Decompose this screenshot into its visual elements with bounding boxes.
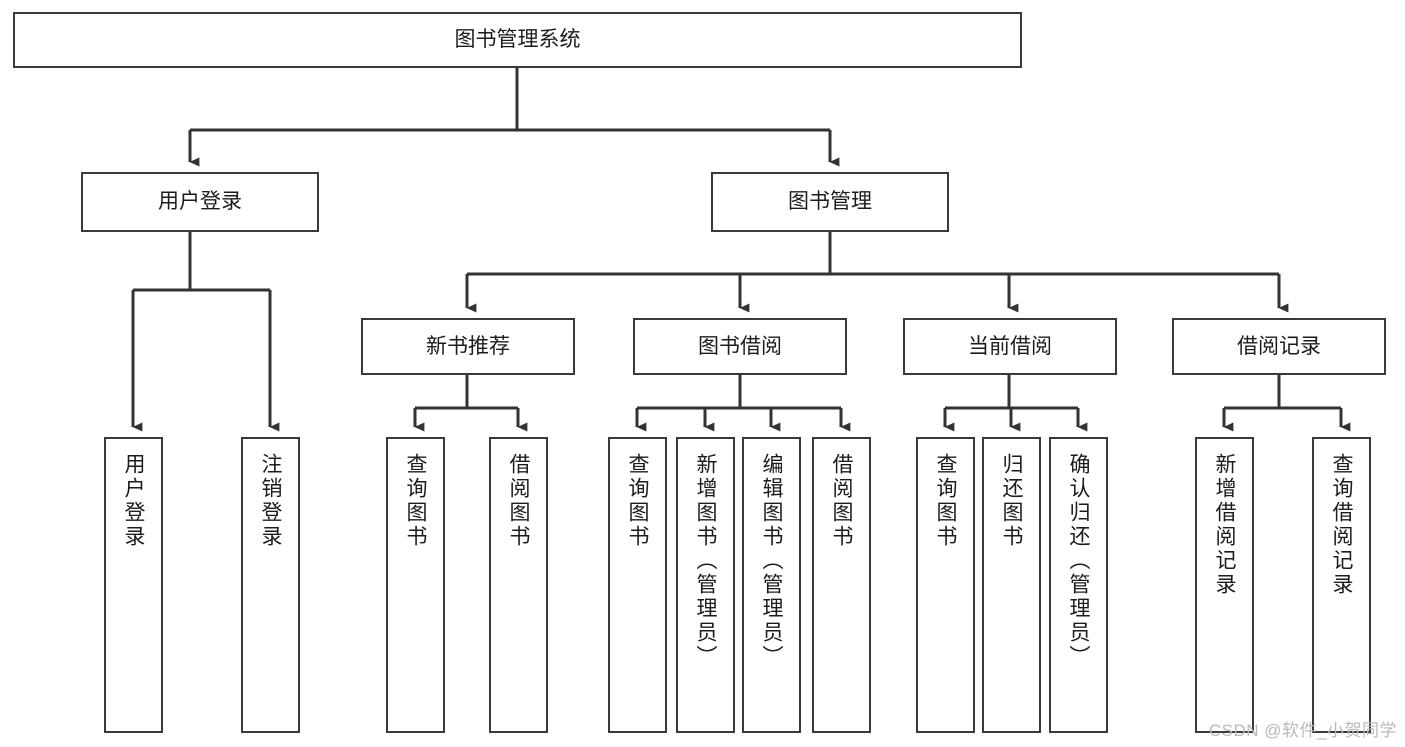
node-root-label: 图书管理系统	[454, 28, 581, 52]
node-borrow-record-label: 借阅记录	[1237, 334, 1321, 358]
node-leaf-query-record[interactable]: 查询借阅记录	[1312, 437, 1371, 733]
node-leaf-borrow-book-1-label: 借阅图书	[507, 453, 530, 549]
node-leaf-borrow-book-2-label: 借阅图书	[830, 453, 853, 549]
node-leaf-query-record-label: 查询借阅记录	[1330, 453, 1353, 597]
node-leaf-add-record[interactable]: 新增借阅记录	[1195, 437, 1254, 733]
node-leaf-query-book-2-label: 查询图书	[626, 453, 649, 549]
node-borrow-record[interactable]: 借阅记录	[1172, 318, 1386, 375]
node-leaf-logout[interactable]: 注销登录	[241, 437, 300, 733]
node-book-manage-label: 图书管理	[788, 190, 872, 214]
node-leaf-borrow-book-1[interactable]: 借阅图书	[489, 437, 548, 733]
node-leaf-user-login[interactable]: 用户登录	[104, 437, 163, 733]
node-leaf-query-book-3-label: 查询图书	[934, 453, 957, 549]
node-user-login-label: 用户登录	[158, 190, 242, 214]
node-leaf-edit-book-label: 编辑图书（管理员）	[760, 453, 783, 669]
node-new-book-recommend-label: 新书推荐	[426, 334, 510, 358]
node-book-borrow-label: 图书借阅	[698, 334, 782, 358]
node-leaf-return-book[interactable]: 归还图书	[982, 437, 1041, 733]
node-leaf-borrow-book-2[interactable]: 借阅图书	[812, 437, 871, 733]
node-leaf-query-book-1[interactable]: 查询图书	[386, 437, 445, 733]
node-leaf-confirm-return[interactable]: 确认归还（管理员）	[1049, 437, 1108, 733]
node-leaf-add-book[interactable]: 新增图书（管理员）	[676, 437, 735, 733]
node-leaf-user-login-label: 用户登录	[122, 453, 145, 549]
node-current-borrow-label: 当前借阅	[968, 334, 1052, 358]
node-book-manage[interactable]: 图书管理	[711, 172, 949, 232]
node-leaf-return-book-label: 归还图书	[1000, 453, 1023, 549]
node-root[interactable]: 图书管理系统	[13, 12, 1022, 68]
node-leaf-logout-label: 注销登录	[259, 453, 282, 549]
node-leaf-add-record-label: 新增借阅记录	[1213, 453, 1236, 597]
node-leaf-query-book-2[interactable]: 查询图书	[608, 437, 667, 733]
node-new-book-recommend[interactable]: 新书推荐	[361, 318, 575, 375]
csdn-watermark: CSDN @软件_小贺同学	[1208, 721, 1397, 740]
node-leaf-query-book-3[interactable]: 查询图书	[916, 437, 975, 733]
node-leaf-add-book-label: 新增图书（管理员）	[694, 453, 717, 669]
node-leaf-confirm-return-label: 确认归还（管理员）	[1067, 453, 1090, 669]
node-book-borrow[interactable]: 图书借阅	[633, 318, 847, 375]
node-leaf-query-book-1-label: 查询图书	[404, 453, 427, 549]
node-current-borrow[interactable]: 当前借阅	[903, 318, 1117, 375]
node-leaf-edit-book[interactable]: 编辑图书（管理员）	[742, 437, 801, 733]
node-user-login[interactable]: 用户登录	[81, 172, 319, 232]
